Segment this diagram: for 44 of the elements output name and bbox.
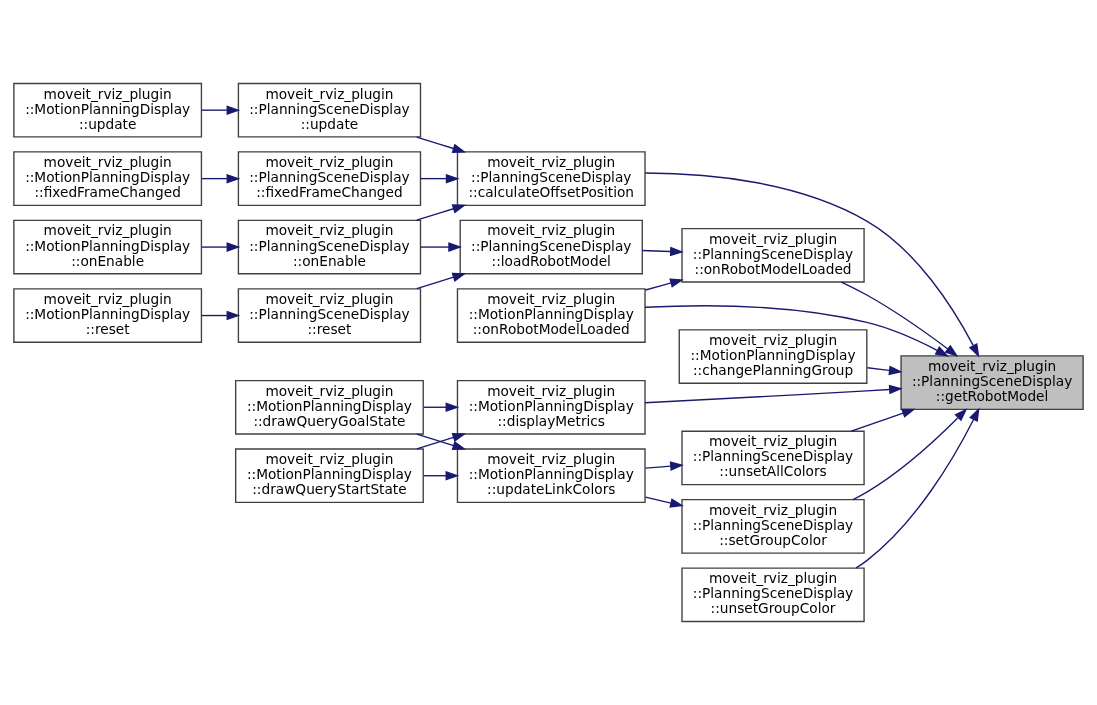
node-box: moveit_rviz_plugin ::PlanningSceneDisplay ::getRobotModel <box>900 355 1084 410</box>
arrow <box>644 461 684 471</box>
node-box: moveit_rviz_plugin ::PlanningSceneDisplay ::fixedFrameChanged <box>237 151 422 206</box>
arrow <box>866 365 903 376</box>
arrow <box>423 470 460 481</box>
node-box: moveit_rviz_plugin ::PlanningSceneDisplay ::reset <box>237 288 422 343</box>
arrow <box>416 204 467 221</box>
node-box: moveit_rviz_plugin ::MotionPlanningDisplay ::update <box>13 82 203 138</box>
arrow <box>201 105 241 115</box>
node-box: moveit_rviz_plugin ::MotionPlanningDisplay ::changePlanningGroup <box>678 329 868 384</box>
node-box: moveit_rviz_plugin ::MotionPlanningDisplay ::drawQueryStartState <box>235 448 424 504</box>
node-box: moveit_rviz_plugin ::MotionPlanningDisplay ::onEnable <box>13 219 203 275</box>
node-box: moveit_rviz_plugin ::PlanningSceneDisplay ::loadRobotModel <box>459 219 643 275</box>
arrow <box>201 173 241 184</box>
node-box: moveit_rviz_plugin ::PlanningSceneDisplay ::setGroupColor <box>681 499 865 554</box>
arrow <box>419 242 462 252</box>
arrow <box>852 408 968 501</box>
arrow <box>416 272 467 290</box>
node-box: moveit_rviz_plugin ::MotionPlanningDisplay ::onRobotModelLoaded <box>456 288 646 343</box>
arrow <box>850 408 916 432</box>
node-box: moveit_rviz_plugin ::MotionPlanningDisplay ::fixedFrameChanged <box>13 151 203 206</box>
arrow <box>644 305 949 357</box>
arrow <box>644 172 980 358</box>
node-box: moveit_rviz_plugin ::MotionPlanningDisplay ::displayMetrics <box>456 379 646 435</box>
node-box: moveit_rviz_plugin ::PlanningSceneDisplay ::calculateOffsetPosition <box>456 151 646 206</box>
arrow <box>419 173 460 184</box>
arrow <box>201 242 241 252</box>
arrow <box>840 281 959 357</box>
arrow <box>641 246 684 257</box>
node-box: moveit_rviz_plugin ::PlanningSceneDisplay ::unsetAllColors <box>681 430 865 486</box>
node-box: moveit_rviz_plugin ::MotionPlanningDisplay ::drawQueryGoalState <box>235 379 424 435</box>
arrow <box>416 136 467 153</box>
arrow <box>644 278 684 291</box>
node-box: moveit_rviz_plugin ::MotionPlanningDisplay ::updateLinkColors <box>456 448 646 504</box>
arrow <box>644 384 903 404</box>
node-box: moveit_rviz_plugin ::PlanningSceneDisplay ::onRobotModelLoaded <box>681 227 865 283</box>
arrow <box>855 407 980 569</box>
node-box: moveit_rviz_plugin ::PlanningSceneDisplay ::update <box>237 82 422 138</box>
node-box: moveit_rviz_plugin ::PlanningSceneDisplay ::onEnable <box>237 219 422 275</box>
arrow <box>644 496 684 508</box>
arrow <box>423 402 460 413</box>
node-box: moveit_rviz_plugin ::PlanningSceneDisplay ::unsetGroupColor <box>681 567 865 623</box>
node-box: moveit_rviz_plugin ::MotionPlanningDisplay ::reset <box>13 288 203 343</box>
arrow <box>201 310 241 321</box>
